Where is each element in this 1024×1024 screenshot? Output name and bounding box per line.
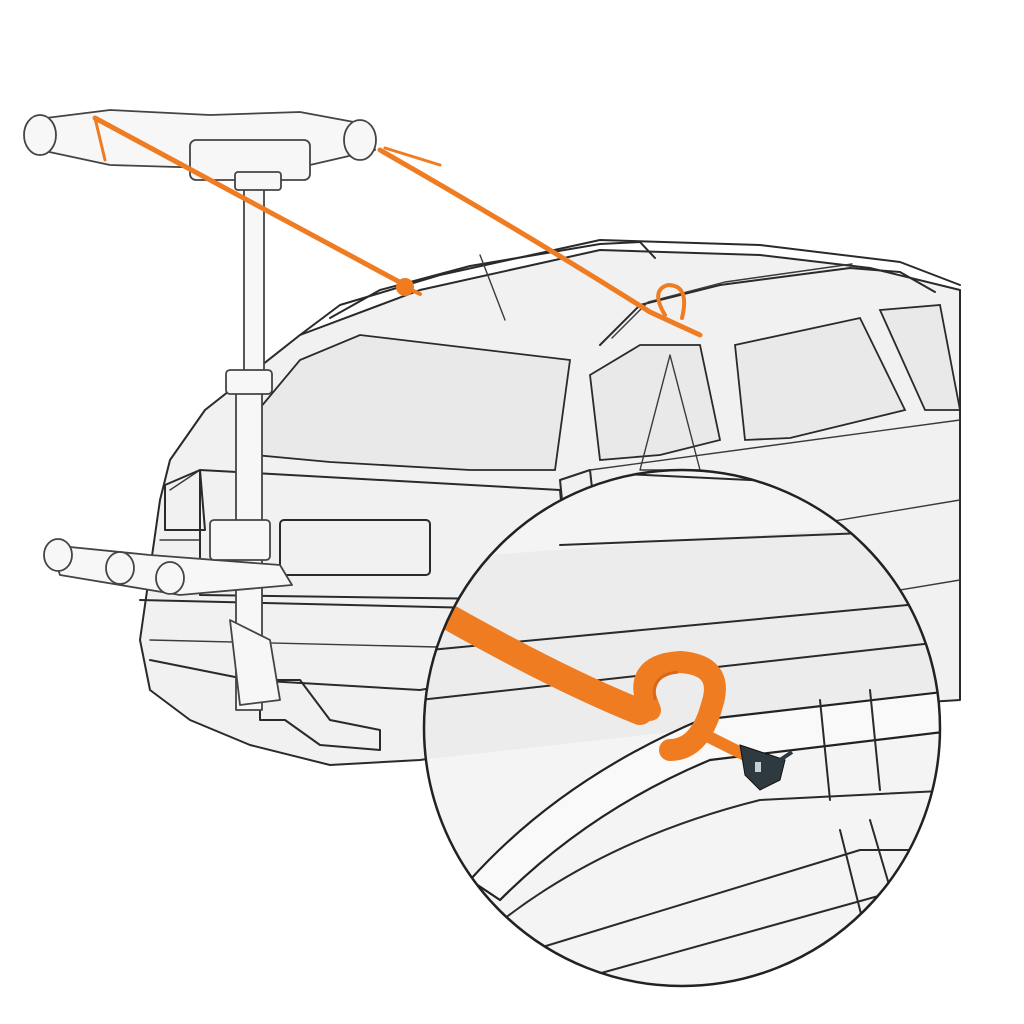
antenna: [479, 254, 506, 321]
top-arm-cap-left: [23, 114, 57, 156]
carrier-mast-upper: [243, 179, 265, 391]
detail-strap: [432, 602, 653, 725]
wheel-holder-cap-left: [43, 538, 73, 572]
detail-strap-tail: [699, 729, 751, 761]
securing-straps: [92, 115, 703, 338]
strap-right-loop: [656, 283, 687, 320]
side-window-middle: [734, 316, 907, 441]
roof-rail-left: [329, 241, 656, 319]
magnified-detail: [422, 468, 942, 988]
detail-circle-border: [422, 468, 942, 988]
wheel-holder-cap-right: [155, 561, 185, 595]
wheel-holder-cap-mid: [105, 551, 135, 585]
detail-strap-loop: [633, 650, 726, 761]
strap-left: [92, 115, 408, 288]
side-window-rear: [589, 344, 722, 461]
tow-hitch: [259, 679, 381, 751]
mast-clamp: [225, 369, 273, 395]
car-roof: [299, 239, 961, 336]
top-arm-cap-right: [343, 119, 377, 161]
detail-metal-hook: [739, 744, 786, 791]
mast-base: [229, 619, 281, 706]
tail-light-left: [164, 469, 206, 531]
rear-window: [249, 334, 572, 471]
strap-right: [377, 147, 703, 338]
mast-bracket: [209, 519, 271, 561]
side-window-front: [878, 304, 962, 411]
roof-rail-right: [599, 267, 936, 346]
bike-carrier: [23, 109, 377, 711]
license-plate: [279, 519, 431, 576]
